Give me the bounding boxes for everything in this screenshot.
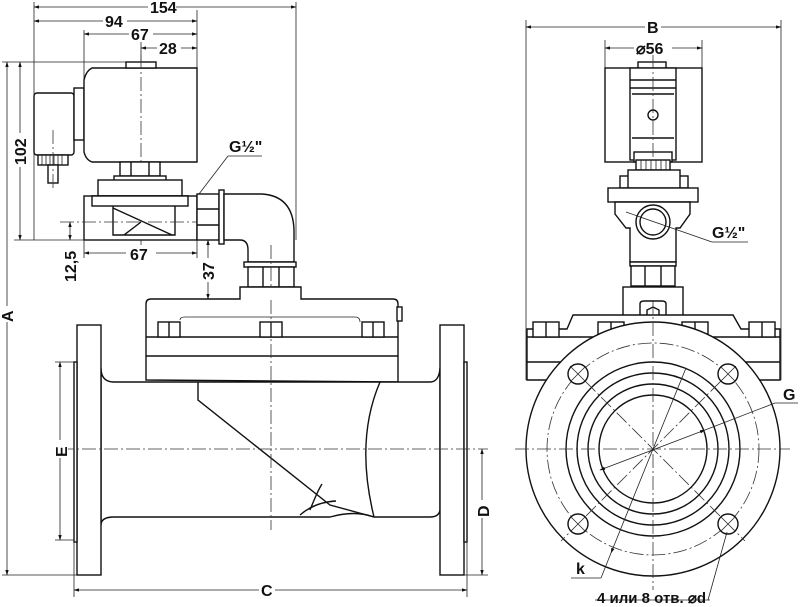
- thread-label-front: G½": [712, 225, 745, 242]
- flange-right: [439, 324, 465, 576]
- solenoid-coil: [83, 67, 198, 163]
- dim-E: E: [54, 446, 71, 457]
- hex-nipple: [196, 193, 220, 241]
- pilot-body-front: [614, 201, 691, 263]
- valve-body: [100, 367, 441, 526]
- dim-67-bottom: 67: [130, 247, 148, 264]
- dim-D: D: [476, 505, 493, 517]
- dim-102: 102: [13, 138, 30, 165]
- dim-67-top: 67: [131, 27, 149, 44]
- bolt-holes-label: 4 или 8 отв. ⌀d: [597, 590, 706, 607]
- dim-A: A: [0, 310, 17, 322]
- dim-C: C: [261, 583, 273, 600]
- dim-154: 154: [150, 0, 177, 17]
- dim-G: G: [783, 387, 795, 404]
- dim-B: B: [647, 20, 659, 37]
- flange-left: [76, 324, 102, 576]
- bolt-holes: [567, 363, 739, 535]
- dim-56: ⌀56: [636, 41, 664, 58]
- dim-12-5: 12,5: [63, 251, 80, 282]
- front-view: B ⌀56 G½": [515, 17, 798, 607]
- dim-28: 28: [159, 41, 177, 58]
- dim-94: 94: [105, 14, 123, 31]
- side-view: 154 94 67 28 102 A: [0, 0, 493, 600]
- thread-label-side: G½": [229, 139, 262, 156]
- dim-37: 37: [201, 262, 218, 280]
- dim-k: k: [576, 561, 585, 578]
- elbow-fitting: [223, 193, 295, 263]
- connector-plug: [33, 92, 75, 156]
